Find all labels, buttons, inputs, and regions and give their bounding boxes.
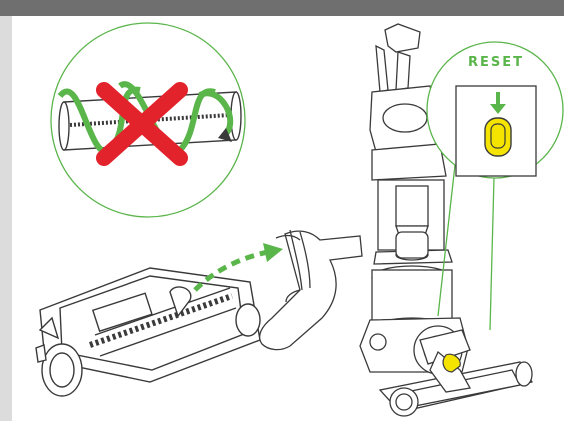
hand-with-hair-icon bbox=[258, 229, 363, 351]
header-bar bbox=[0, 0, 564, 16]
cleaner-head-indicator bbox=[442, 353, 461, 373]
reset-callout-leader bbox=[437, 164, 495, 331]
cleaner-head-underside bbox=[35, 267, 261, 397]
reset-label: RESET bbox=[468, 55, 524, 70]
reset-button-icon bbox=[484, 117, 512, 157]
upright-vacuum bbox=[359, 23, 534, 417]
removal-arrow-icon bbox=[193, 243, 283, 292]
crossed-out-brush-bar-icon bbox=[96, 82, 188, 166]
tangled-brush-bar-callout bbox=[50, 22, 246, 218]
left-side-rail bbox=[0, 16, 12, 421]
reset-callout bbox=[426, 41, 564, 179]
